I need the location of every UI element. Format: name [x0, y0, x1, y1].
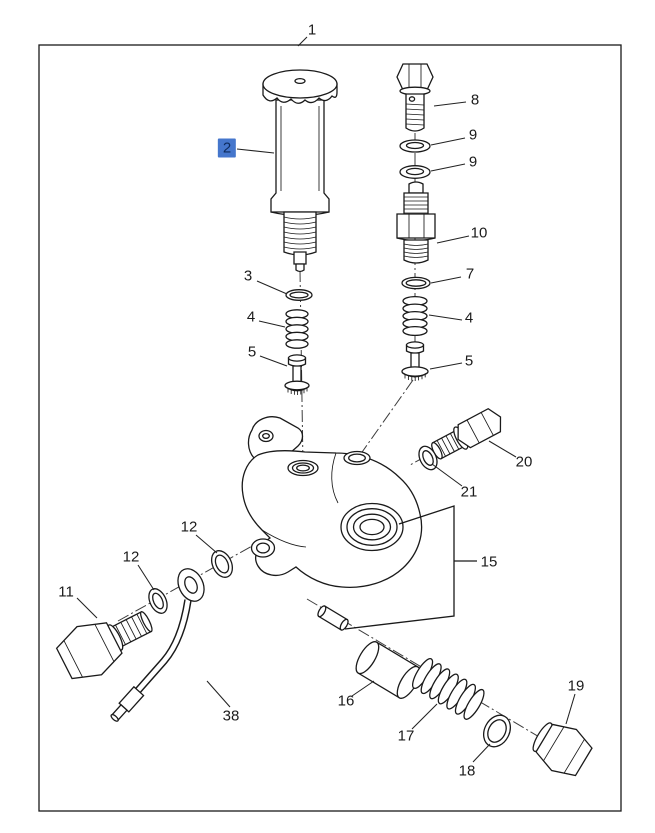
part-4-spring-left-drawing[interactable]: [285, 309, 309, 349]
part-12-washer-b-drawing[interactable]: [208, 547, 237, 580]
part-10-valve-holder-drawing[interactable]: [396, 181, 436, 264]
part-17-spring-drawing[interactable]: [409, 656, 487, 722]
part-8-bolt-drawing[interactable]: [396, 63, 434, 132]
part-11-banjo-bolt-drawing[interactable]: [52, 596, 161, 687]
part-5-valve-left-drawing[interactable]: [284, 354, 310, 395]
part-9-washer-top-drawing[interactable]: [399, 139, 431, 153]
callout-2[interactable]: 2: [217, 138, 237, 158]
callout-7[interactable]: 7: [465, 265, 475, 283]
part-16-plunger-drawing[interactable]: [352, 638, 425, 701]
threaded-bore: [340, 502, 404, 552]
callout-38[interactable]: 38: [222, 707, 240, 725]
callout-16[interactable]: 16: [337, 692, 355, 710]
callout-18[interactable]: 18: [458, 762, 476, 780]
part-19-plug-drawing[interactable]: [526, 714, 596, 782]
callout-20[interactable]: 20: [515, 453, 533, 471]
callout-1[interactable]: 1: [307, 21, 317, 39]
callout-4-right[interactable]: 4: [464, 309, 474, 327]
pin-drawing[interactable]: [316, 605, 349, 632]
lower-left-port: [250, 538, 276, 558]
callout-12-a[interactable]: 12: [122, 548, 140, 566]
top-port-right: [343, 450, 371, 466]
housing-body-drawing[interactable]: [241, 416, 423, 588]
figure-border: [38, 44, 622, 812]
callout-10[interactable]: 10: [470, 224, 488, 242]
part-20-fitting-drawing[interactable]: [428, 405, 507, 463]
callout-8[interactable]: 8: [470, 91, 480, 109]
callout-21[interactable]: 21: [460, 483, 478, 501]
part-3-oring-drawing[interactable]: [285, 289, 313, 301]
group-15-bracket: [344, 505, 477, 630]
callout-9-bottom[interactable]: 9: [468, 153, 478, 171]
callout-12-b[interactable]: 12: [180, 518, 198, 536]
callout-5-left[interactable]: 5: [247, 343, 257, 361]
part-9-washer-bottom-drawing[interactable]: [399, 165, 431, 179]
callout-5-right[interactable]: 5: [464, 352, 474, 370]
callout-15[interactable]: 15: [480, 553, 498, 571]
callout-3[interactable]: 3: [243, 267, 253, 285]
part-5-valve-right-drawing[interactable]: [401, 341, 429, 381]
callout-19[interactable]: 19: [567, 677, 585, 695]
part-38-banjo-pipe-drawing[interactable]: [108, 565, 209, 724]
part-12-washer-a-drawing[interactable]: [145, 586, 170, 616]
callout-4-left[interactable]: 4: [246, 308, 256, 326]
part-4-spring-right-drawing[interactable]: [402, 295, 428, 337]
part-7-oring-drawing[interactable]: [401, 276, 431, 290]
mounting-ear: [247, 416, 304, 461]
callout-17[interactable]: 17: [397, 727, 415, 745]
leader-lines: [76, 36, 576, 763]
callout-9-top[interactable]: 9: [468, 126, 478, 144]
part-18-oring-drawing[interactable]: [478, 711, 515, 752]
part-2-primer-pump-drawing[interactable]: [262, 69, 338, 273]
callout-11[interactable]: 11: [58, 583, 74, 601]
